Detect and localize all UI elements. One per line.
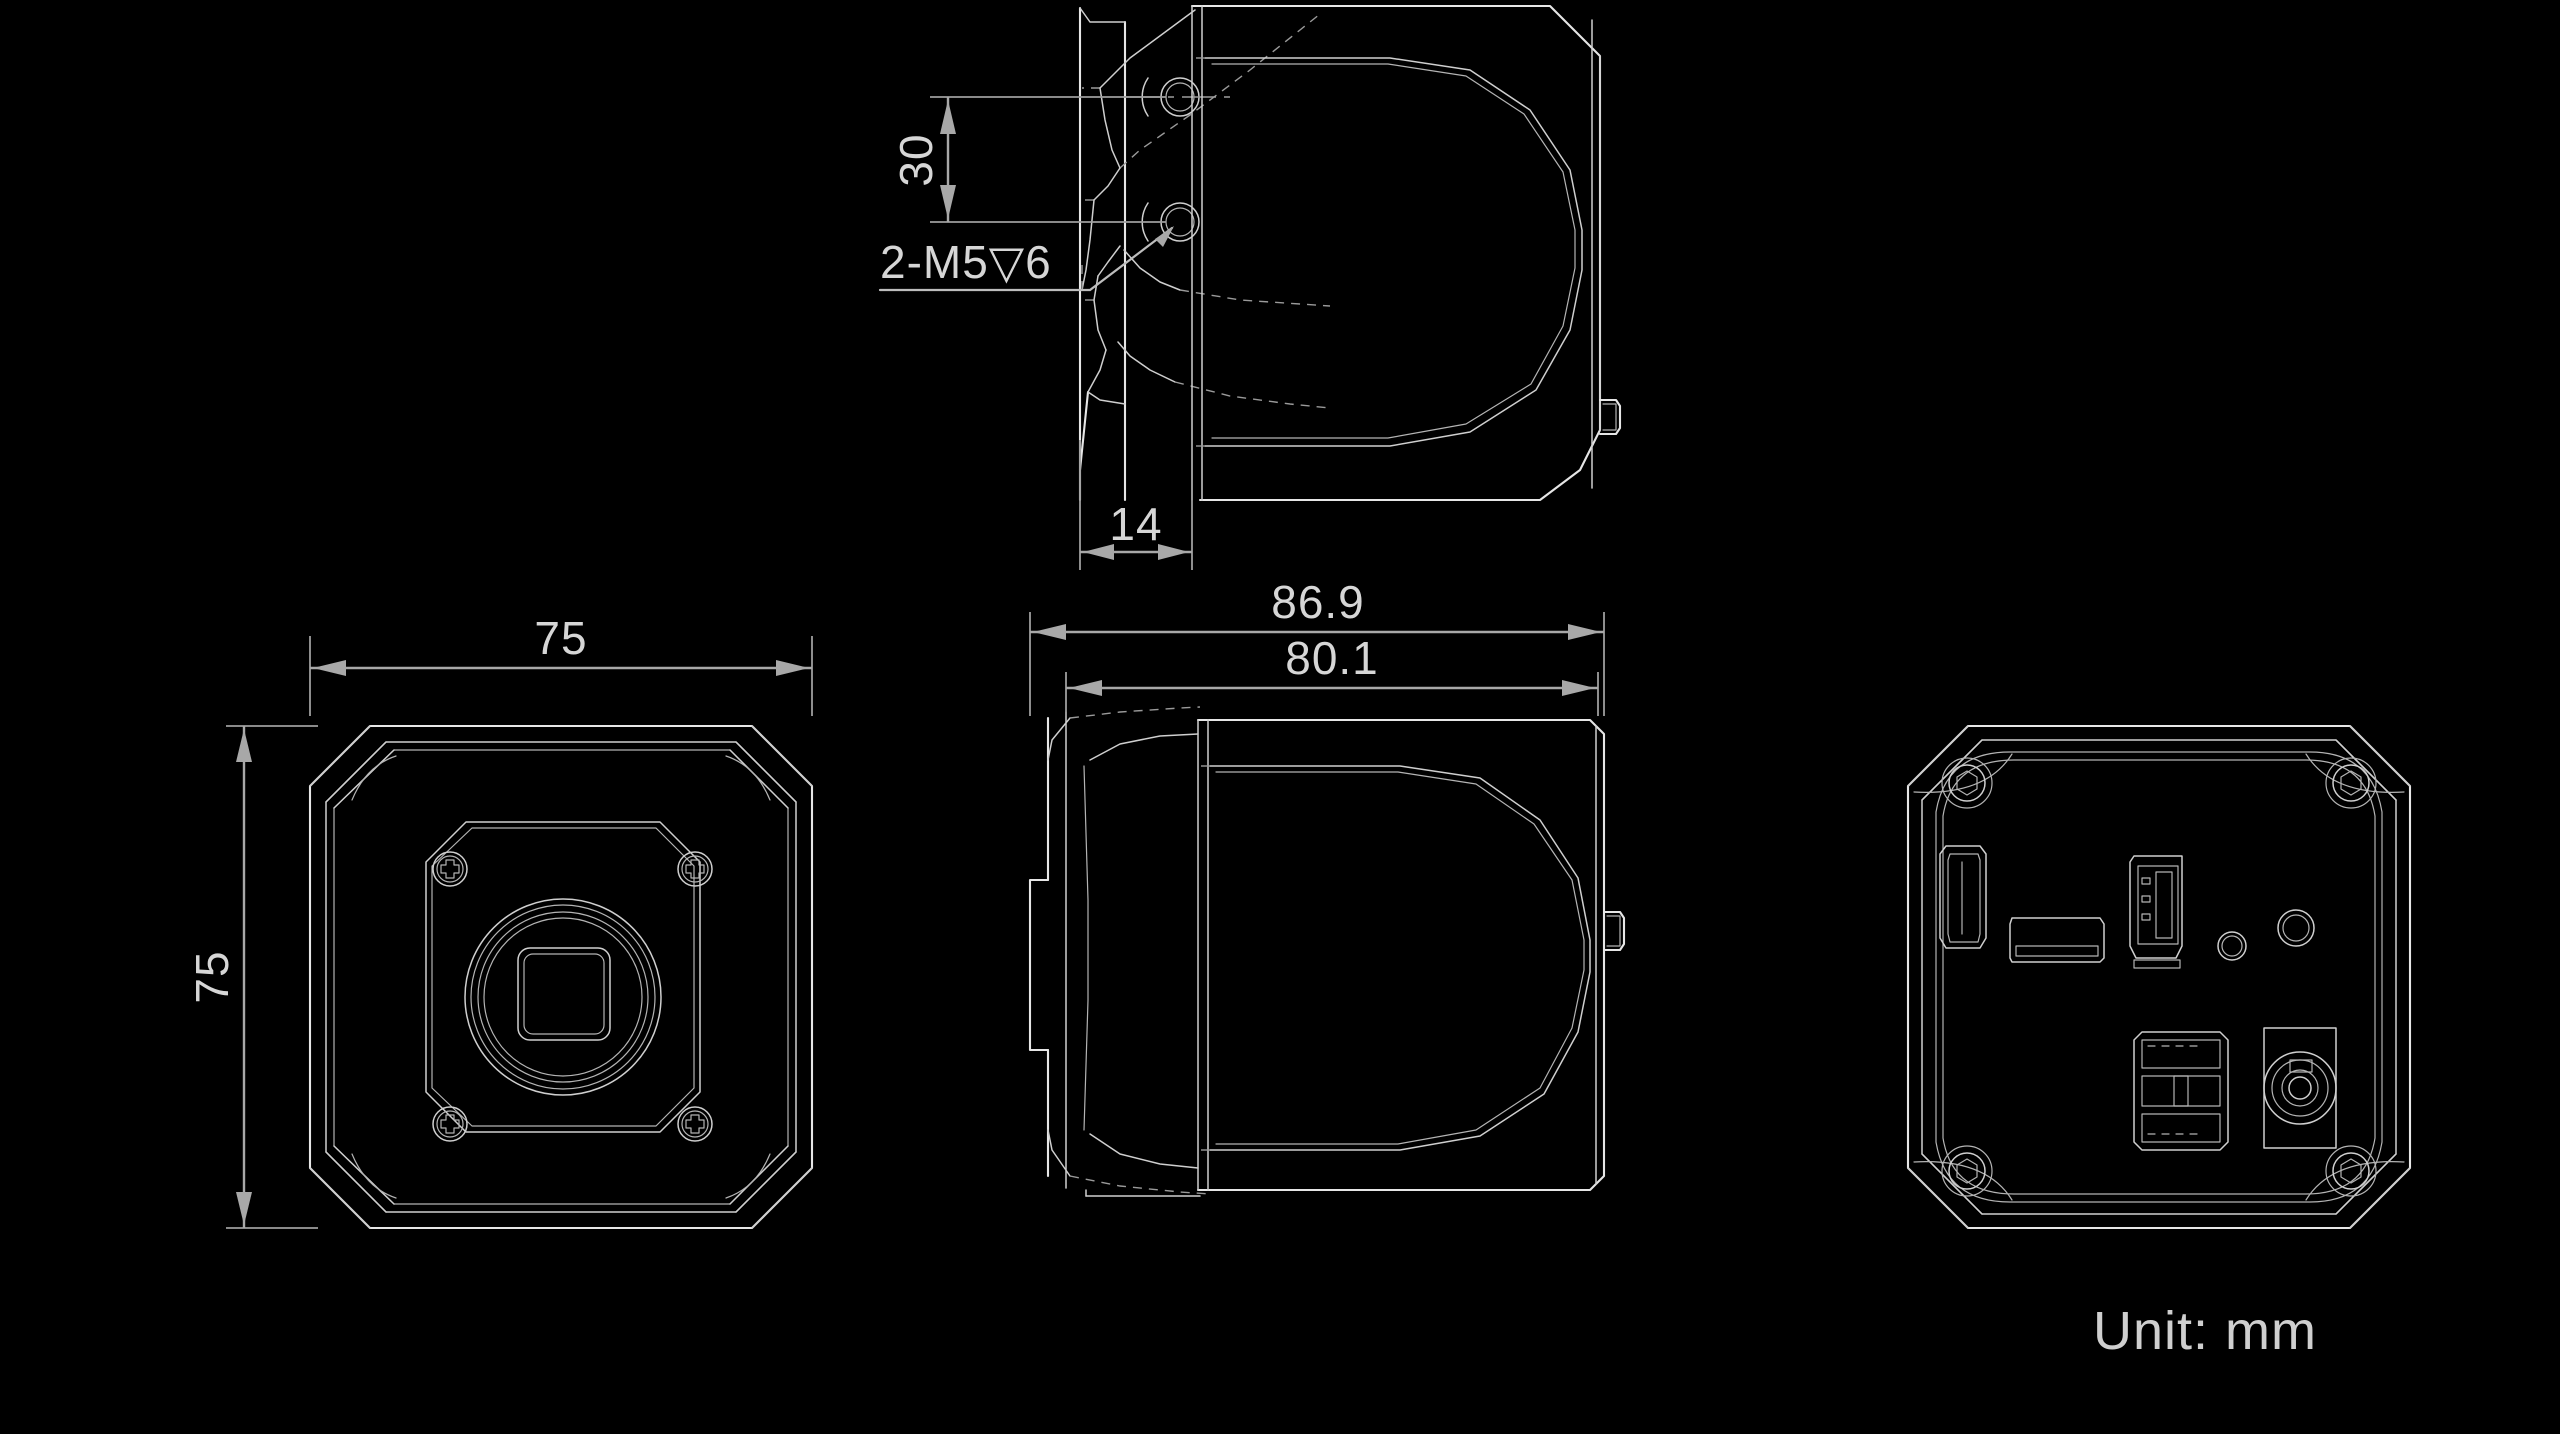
rear-view-rj45-ethernet-port: [2133, 1031, 2229, 1151]
side-view-mounting-bracket: [1028, 706, 1211, 1197]
rear-view-body: [1906, 724, 2412, 1230]
rear-view-hdmi-port: [1939, 845, 1987, 949]
top-view: 30 2-M5▽6 14: [878, 4, 1622, 570]
rear-view-hex-screw-top-left: [1941, 757, 1993, 809]
rear-view-dc-power-jack: [2263, 1027, 2337, 1149]
rear-view-sd-card-slot: [2009, 917, 2105, 963]
rear-view-indicator-led-large: [2277, 909, 2315, 947]
unit-label: Unit: mm: [2093, 1301, 2317, 1361]
side-view-body-shell: [1083, 718, 1626, 1192]
rear-view-hex-screw-top-right: [2325, 757, 2377, 809]
front-view-sensor-window: [517, 947, 611, 1041]
dim-side-body-801: 80.1: [1065, 632, 1599, 716]
dim-hole-spacing-30: 30: [890, 96, 1166, 223]
callout-2-m5-text: 2-M5▽6: [880, 236, 1052, 288]
dim-80-1-text: 80.1: [1285, 632, 1379, 684]
top-view-mounting-bracket: [1078, 6, 1331, 502]
dim-front-width-75: 75: [309, 612, 813, 716]
front-view-screw-top-left: [432, 851, 468, 887]
rear-view-usb-a-port: [2129, 855, 2183, 969]
callout-mounting-thread: 2-M5▽6: [878, 226, 1174, 292]
dim-75-height-text: 75: [186, 950, 238, 1003]
front-view-screw-top-right: [677, 851, 713, 887]
front-view-screw-bottom-right: [677, 1106, 713, 1142]
dim-side-overall-869: 86.9: [1029, 576, 1605, 716]
dim-14-text: 14: [1109, 498, 1162, 550]
side-view: 86.9 80.1: [1028, 576, 1626, 1197]
rear-view-hex-screw-bottom-left: [1941, 1145, 1993, 1197]
dim-86-9-text: 86.9: [1271, 576, 1365, 628]
rear-view-hex-screw-bottom-right: [2325, 1145, 2377, 1197]
rear-view: [1906, 724, 2412, 1230]
dim-30-text: 30: [890, 133, 942, 186]
dim-front-height-75: 75: [186, 725, 318, 1229]
front-view-lens-mount: [464, 898, 662, 1096]
front-view-screw-bottom-left: [432, 1106, 468, 1142]
dim-bracket-depth-14: 14: [1079, 440, 1193, 570]
front-view: 75 75: [186, 612, 814, 1230]
dim-75-width-text: 75: [534, 612, 587, 664]
top-view-body-shell: [1190, 4, 1622, 502]
front-view-faceplate: [425, 821, 701, 1133]
front-view-body: [308, 724, 814, 1230]
rear-view-indicator-led-small: [2217, 931, 2247, 961]
